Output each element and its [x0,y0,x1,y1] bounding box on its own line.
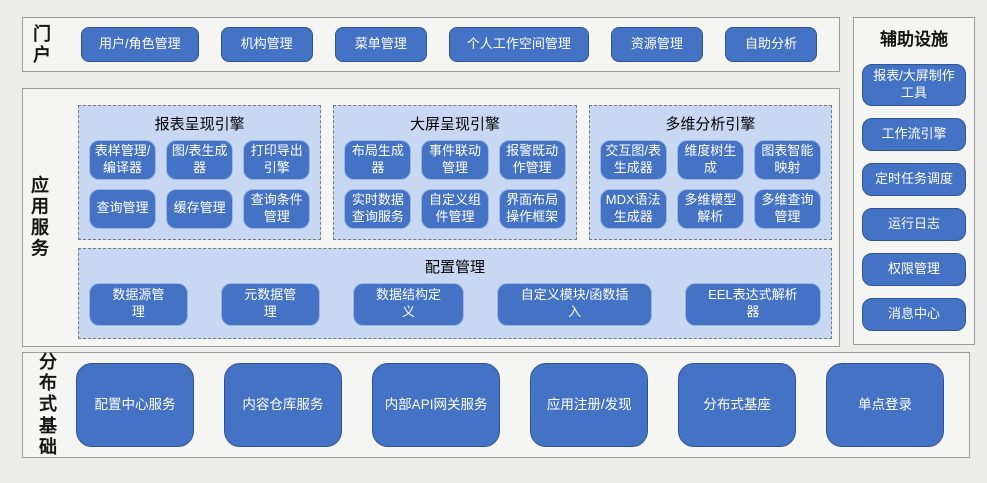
report-template-compiler-button[interactable]: 表样管理/编译器 [89,140,157,180]
internal-api-gateway-button[interactable]: 内部API网关服务 [371,363,501,447]
report-bigscreen-tool-button[interactable]: 报表/大屏制作工具 [862,64,966,106]
report-engine-group: 报表呈现引擎 表样管理/编译器 图/表生成器 打印导出引擎 查询管理 缓存管理 … [78,105,322,240]
bigscreen-engine-grid: 布局生成器 事件联动管理 报警既动作管理 实时数据查询服务 自定义组件管理 界面… [334,140,575,239]
bigscreen-engine-title: 大屏呈现引擎 [409,116,500,133]
user-role-mgmt-button[interactable]: 用户/角色管理 [81,27,199,62]
data-structure-definition-button[interactable]: 数据结构定义 [352,282,465,326]
query-mgmt-button[interactable]: 查询管理 [89,188,157,229]
alarm-action-mgmt-button[interactable]: 报警既动作管理 [498,140,566,180]
app-services-layer-label: 应用服务 [31,175,49,259]
datasource-mgmt-button[interactable]: 数据源管理 [89,282,188,326]
ui-layout-framework-button[interactable]: 界面布局操作框架 [498,188,566,229]
run-log-button[interactable]: 运行日志 [862,207,966,241]
eel-expression-parser-button[interactable]: EEL表达式解析器 [684,282,822,326]
workflow-engine-button[interactable]: 工作流引擎 [862,117,966,151]
portal-layer: 门户 用户/角色管理 机构管理 菜单管理 个人工作空间管理 资源管理 自助分析 [22,17,840,72]
dimension-tree-generator-button[interactable]: 维度树生成 [676,140,744,180]
portal-layer-label: 门户 [33,23,51,65]
realtime-data-query-button[interactable]: 实时数据查询服务 [344,188,412,229]
sso-button[interactable]: 单点登录 [825,363,944,447]
config-buttons-row: 数据源管理 元数据管理 数据结构定义 自定义模块/函数插入 EEL表达式解析器 [79,282,831,338]
personal-workspace-mgmt-button[interactable]: 个人工作空间管理 [448,27,589,62]
message-center-button[interactable]: 消息中心 [862,297,966,331]
custom-component-mgmt-button[interactable]: 自定义组件管理 [421,188,489,229]
app-register-discovery-button[interactable]: 应用注册/发现 [530,363,649,447]
olap-engine-group: 多维分析引擎 交互图/表生成器 维度树生成 图表智能映射 MDX语法生成器 多维… [588,105,832,240]
bigscreen-engine-group: 大屏呈现引擎 布局生成器 事件联动管理 报警既动作管理 实时数据查询服务 自定义… [333,105,577,240]
cache-mgmt-button[interactable]: 缓存管理 [166,188,234,229]
portal-buttons-row: 用户/角色管理 机构管理 菜单管理 个人工作空间管理 资源管理 自助分析 [73,18,825,71]
config-center-service-button[interactable]: 配置中心服务 [76,363,194,447]
foundation-layer: 分布式基础 配置中心服务 内容仓库服务 内部API网关服务 应用注册/发现 分布… [22,352,970,458]
engine-row: 报表呈现引擎 表样管理/编译器 图/表生成器 打印导出引擎 查询管理 缓存管理 … [78,105,832,240]
menu-mgmt-button[interactable]: 菜单管理 [334,27,427,62]
foundation-layer-label: 分布式基础 [39,351,57,457]
multidim-model-parse-button[interactable]: 多维模型解析 [676,188,744,229]
olap-engine-title: 多维分析引擎 [665,116,756,133]
chart-table-generator-button[interactable]: 图/表生成器 [166,140,234,180]
scheduled-task-button[interactable]: 定时任务调度 [862,162,966,196]
event-linkage-mgmt-button[interactable]: 事件联动管理 [421,140,489,180]
print-export-engine-button[interactable]: 打印导出引擎 [243,140,311,180]
report-engine-title: 报表呈现引擎 [154,116,245,133]
layout-generator-button[interactable]: 布局生成器 [344,140,412,180]
foundation-buttons-row: 配置中心服务 内容仓库服务 内部API网关服务 应用注册/发现 分布式基座 单点… [76,353,944,457]
config-mgmt-group: 配置管理 数据源管理 元数据管理 数据结构定义 自定义模块/函数插入 EEL表达… [78,247,832,339]
query-condition-mgmt-button[interactable]: 查询条件管理 [243,188,311,229]
app-services-content: 报表呈现引擎 表样管理/编译器 图/表生成器 打印导出引擎 查询管理 缓存管理 … [78,105,832,339]
app-services-layer: 应用服务 报表呈现引擎 表样管理/编译器 图/表生成器 打印导出引擎 查询管理 … [22,88,840,347]
custom-module-function-button[interactable]: 自定义模块/函数插入 [497,282,652,326]
self-service-analysis-button[interactable]: 自助分析 [724,27,817,62]
resource-mgmt-button[interactable]: 资源管理 [610,27,703,62]
report-engine-grid: 表样管理/编译器 图/表生成器 打印导出引擎 查询管理 缓存管理 查询条件管理 [79,140,320,239]
permission-mgmt-button[interactable]: 权限管理 [862,252,966,286]
mdx-syntax-generator-button[interactable]: MDX语法生成器 [599,188,667,229]
chart-smart-mapping-button[interactable]: 图表智能映射 [753,140,821,180]
interactive-chart-generator-button[interactable]: 交互图/表生成器 [599,140,667,180]
content-repo-service-button[interactable]: 内容仓库服务 [223,363,342,447]
olap-engine-grid: 交互图/表生成器 维度树生成 图表智能映射 MDX语法生成器 多维模型解析 多维… [590,140,831,239]
metadata-mgmt-button[interactable]: 元数据管理 [220,282,320,326]
distributed-base-button[interactable]: 分布式基座 [678,363,797,447]
config-mgmt-title: 配置管理 [424,258,485,276]
auxiliary-sidebar: 辅助设施 报表/大屏制作工具 工作流引擎 定时任务调度 运行日志 权限管理 消息… [853,17,975,345]
org-mgmt-button[interactable]: 机构管理 [220,27,313,62]
multidim-query-mgmt-button[interactable]: 多维查询管理 [753,188,821,229]
auxiliary-title: 辅助设施 [880,30,948,49]
